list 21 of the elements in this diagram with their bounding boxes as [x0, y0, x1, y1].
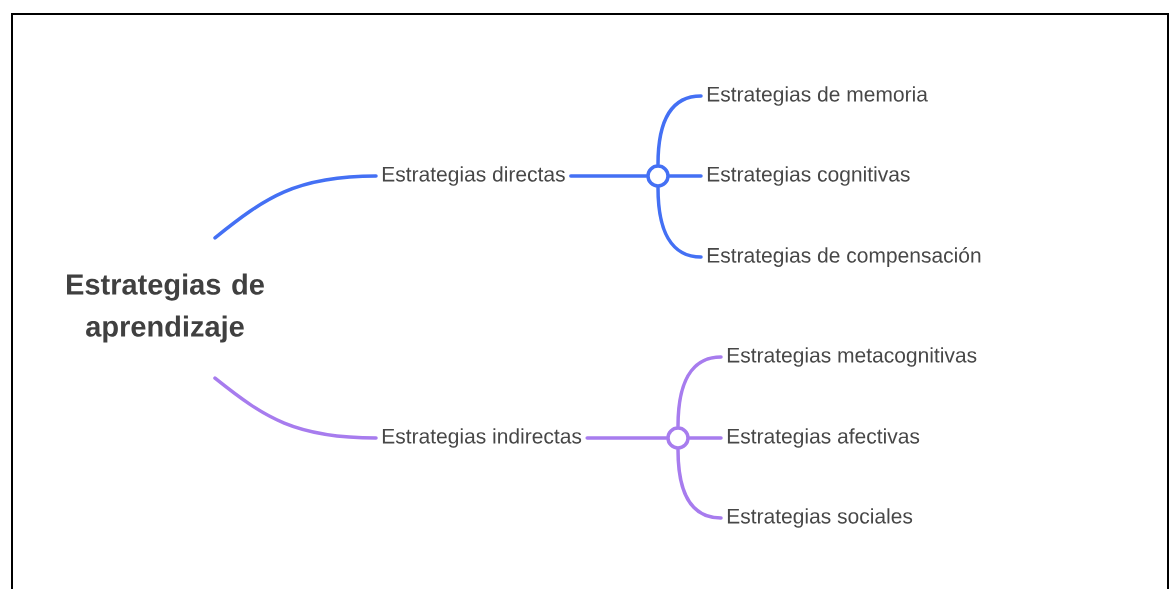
- connector: [569, 174, 648, 178]
- branch-topic: Estrategias directas: [382, 166, 565, 186]
- connector: [656, 186, 703, 259]
- toggle-circle: [666, 426, 690, 450]
- subtopic: Estrategias afectivas: [727, 428, 920, 448]
- subtopic: Estrategias cognitivas: [707, 166, 910, 186]
- toggle-circle: [646, 164, 670, 188]
- subtopic: Estrategias sociales: [727, 508, 913, 528]
- connector: [676, 448, 723, 520]
- connector: [585, 436, 668, 440]
- root-topic: Estrategias de aprendizaje: [67, 273, 264, 343]
- connector: [213, 174, 378, 240]
- connector: [676, 355, 723, 428]
- subtopic: Estrategias de compensación: [707, 247, 981, 267]
- connector: [656, 94, 703, 166]
- subtopic: Estrategias de memoria: [707, 86, 928, 106]
- connector: [688, 436, 723, 440]
- connector: [213, 376, 378, 440]
- connector: [668, 174, 703, 178]
- branch-topic: Estrategias indirectas: [382, 428, 582, 448]
- subtopic: Estrategias metacognitivas: [727, 347, 977, 367]
